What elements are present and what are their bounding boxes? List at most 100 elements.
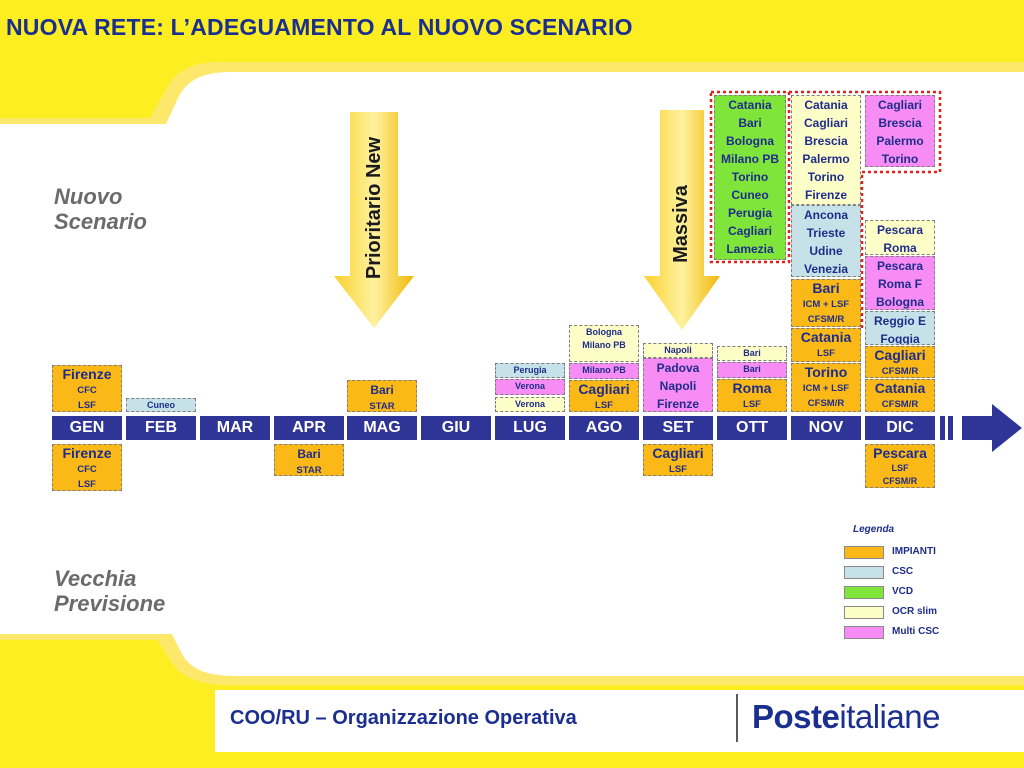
box-ott-bari2: Bari — [717, 362, 787, 378]
legend-label: VCD — [892, 586, 914, 597]
legend-title: Legenda — [853, 524, 895, 535]
box-line: Bologna — [876, 295, 924, 309]
prioritario-label: Prioritario New — [363, 136, 385, 280]
timeline-stripe-2 — [948, 416, 953, 440]
month-feb: FEB — [126, 416, 196, 440]
box-line: Cuneo — [147, 400, 175, 410]
box-line: Napoli — [659, 379, 697, 393]
box-line: Catania — [728, 98, 772, 112]
box-line: Cagliari — [877, 98, 922, 112]
box-line: LSF — [817, 348, 835, 359]
box-feb-new: Cuneo — [126, 398, 196, 412]
box-line: Cuneo — [731, 188, 769, 202]
box-line: Verona — [514, 381, 545, 391]
box-line: LSF — [595, 400, 613, 411]
box-line: Palermo — [802, 152, 850, 166]
box-line: Bologna — [726, 134, 774, 148]
footer-unit: COO/RU – Organizzazione Operativa — [230, 707, 577, 729]
box-line: CFC — [77, 385, 97, 396]
box-line: STAR — [369, 401, 395, 412]
box-line: Milano PB — [582, 340, 626, 350]
legend-label: CSC — [892, 566, 914, 577]
box-line: Napoli — [664, 345, 692, 355]
box-line: Roma — [732, 380, 772, 396]
box-line: Padova — [656, 361, 700, 375]
box-line: Roma F — [877, 277, 922, 291]
timeline-arrow-head — [962, 404, 1022, 452]
box-line: CFSM/R — [807, 398, 845, 409]
box-line: Bari — [812, 280, 840, 296]
box-line: Lamezia — [726, 242, 774, 256]
month-giu: GIU — [421, 416, 491, 440]
slide-title: NUOVA RETE: L’ADEGUAMENTO AL NUOVO SCENA… — [6, 14, 633, 40]
box-line: Verona — [514, 399, 545, 409]
box-line: Pescara — [876, 223, 924, 237]
box-line: Cagliari — [578, 381, 630, 397]
month-mag: MAG — [347, 416, 417, 440]
brand-logo: Posteitaliane — [752, 698, 940, 736]
box-line: Perugia — [727, 206, 772, 220]
box-line: LSF — [669, 464, 687, 475]
timeline-stripe-1 — [940, 416, 945, 440]
box-ago-milano: Milano PB — [569, 363, 639, 379]
legend-swatch — [844, 566, 884, 579]
box-line: Torino — [881, 152, 919, 166]
box-line: Torino — [807, 170, 845, 184]
box-line: Firenze — [656, 397, 699, 411]
month-apr: APR — [274, 416, 344, 440]
nov-dic-highlight-frame — [789, 90, 942, 332]
top-yellow-band — [0, 0, 1024, 118]
box-line: STAR — [296, 465, 322, 476]
footer-separator — [736, 694, 738, 742]
massiva-label: Massiva — [670, 185, 692, 263]
box-line: Roma — [883, 241, 917, 255]
box-line: CFSM/R — [882, 476, 918, 486]
box-line: CFSM/R — [881, 399, 919, 410]
box-line: Pescara — [876, 259, 924, 273]
box-line: Torino — [804, 364, 848, 380]
box-ott-bari1: Bari — [717, 346, 787, 361]
month-mar: MAR — [200, 416, 270, 440]
box-line: Brescia — [804, 134, 848, 148]
box-line: Bari — [743, 364, 761, 374]
footer-panel — [215, 690, 1024, 752]
vcd-highlight-frame — [709, 90, 791, 264]
month-nov: NOV — [791, 416, 861, 440]
legend-swatch — [844, 626, 884, 639]
box-line: Bologna — [586, 327, 622, 337]
box-line: Catania — [874, 380, 926, 396]
month-ott: OTT — [717, 416, 787, 440]
box-line: Catania — [800, 329, 852, 345]
box-line: CFSM/R — [881, 366, 919, 377]
box-line: Torino — [731, 170, 769, 184]
month-dic: DIC — [865, 416, 935, 440]
box-line: Trieste — [806, 226, 846, 240]
month-lug: LUG — [495, 416, 565, 440]
box-line: Firenze — [62, 366, 112, 382]
box-line: Pescara — [873, 445, 927, 461]
box-lug-perugia: Perugia — [495, 363, 565, 378]
legend-label: OCR slim — [892, 606, 938, 617]
legend-swatch — [844, 546, 884, 559]
box-line: Ancona — [803, 208, 848, 222]
legend-swatch — [844, 586, 884, 599]
box-line: Palermo — [876, 134, 924, 148]
box-line: ICM + LSF — [802, 383, 850, 394]
box-line: Cagliari — [727, 224, 772, 238]
